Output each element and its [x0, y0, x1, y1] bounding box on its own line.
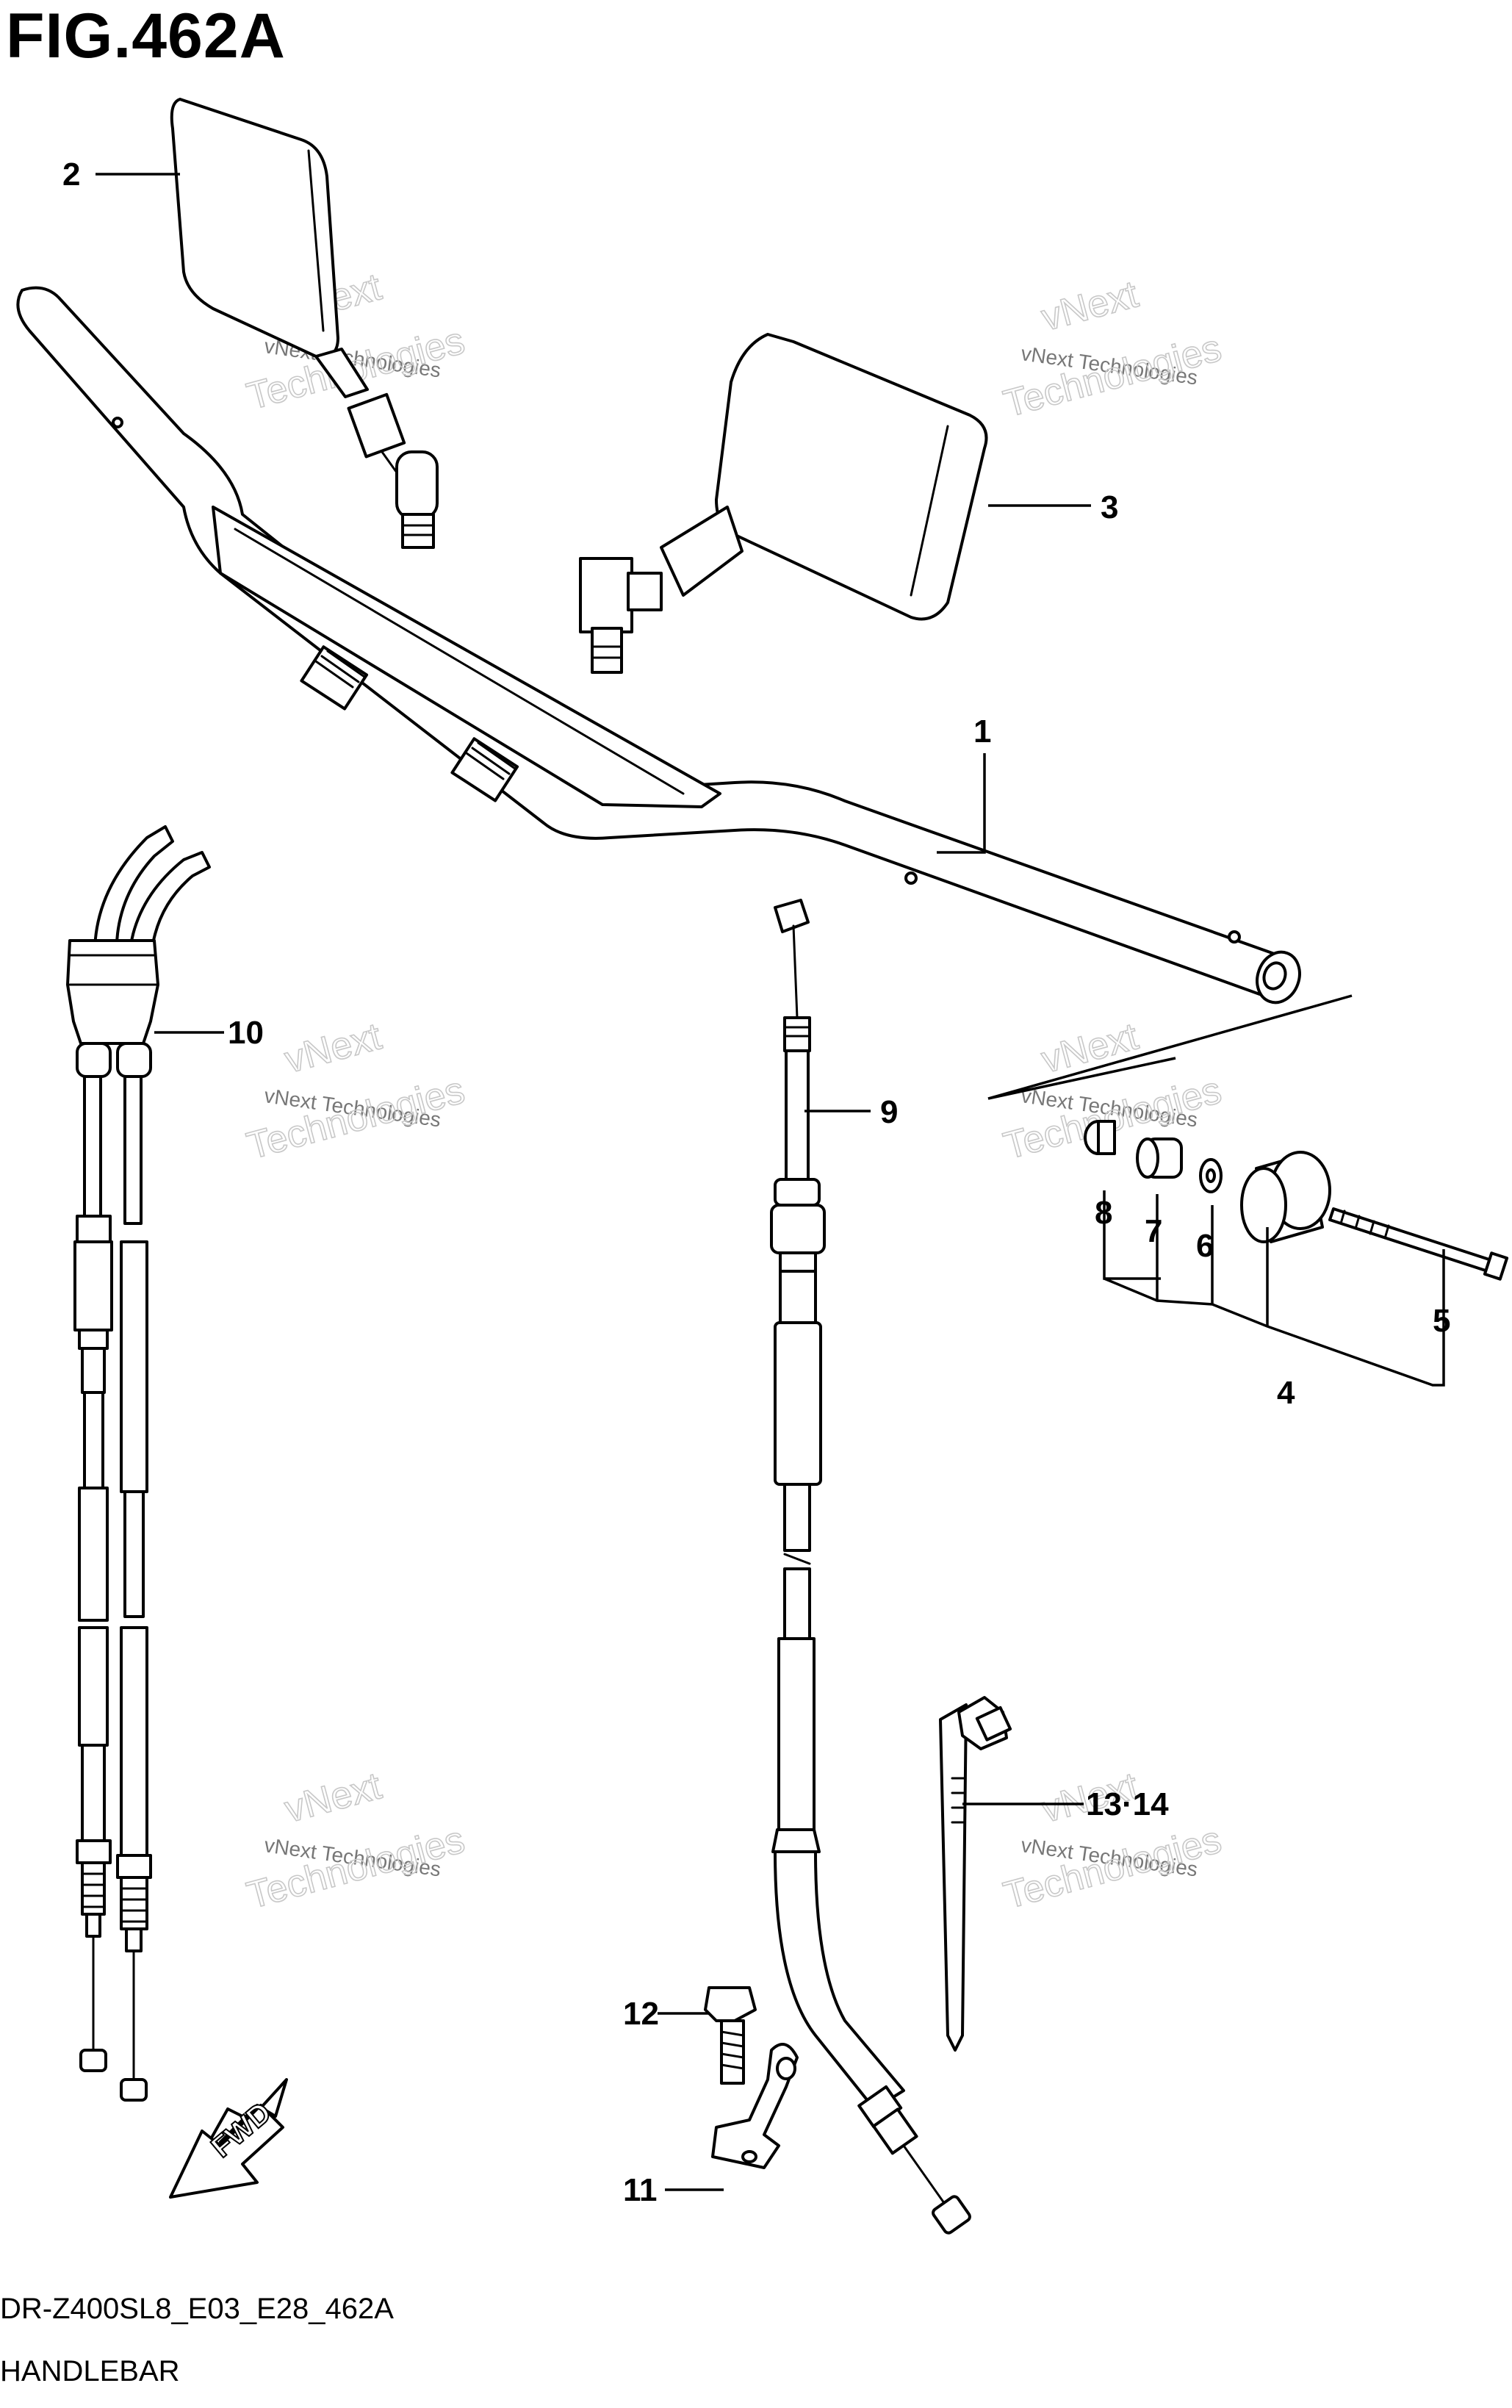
callout-1: 1 [973, 714, 991, 750]
part-handlebar[interactable] [16, 286, 1306, 1009]
part-cable-tie-13-14[interactable] [939, 1696, 1012, 2052]
callout-labels: 1 2 3 4 5 6 7 8 9 10 11 12 13·14 [62, 157, 1450, 2208]
watermark-5: vNext vNext Technologies Technologies [242, 1764, 469, 1918]
callout-11: 11 [623, 2172, 658, 2208]
watermark-big: vNext [281, 1764, 386, 1831]
callout-13-14: 13·14 [1086, 1786, 1169, 1822]
leader-lines [96, 173, 1091, 2191]
callout-9: 9 [880, 1094, 898, 1130]
watermark-big-2: Technologies [242, 1819, 469, 1918]
watermark-3: vNext vNext Technologies Technologies [242, 1015, 469, 1168]
fwd-arrow-icon: FWD [169, 2078, 288, 2199]
knurl-band-1 [300, 645, 369, 711]
part-mirror-left[interactable] [170, 98, 439, 549]
diagram-code: DR-Z400SL8_E03_E28_462A [0, 2293, 394, 2325]
knurl-band-2 [450, 737, 519, 802]
callout-12: 12 [623, 1996, 659, 2032]
callout-10: 10 [228, 1015, 264, 1051]
watermark-big: vNext [1037, 1015, 1143, 1082]
watermark-big-2: Technologies [999, 327, 1225, 426]
part-washer-6[interactable] [1199, 1158, 1223, 1193]
part-weight-4[interactable] [1240, 1151, 1331, 1243]
part-bolt-12[interactable] [704, 1986, 757, 2085]
part-cable-9[interactable] [770, 899, 971, 2235]
watermark-big-2: Technologies [242, 1069, 469, 1168]
watermark-2: vNext vNext Technologies Technologies [998, 273, 1226, 426]
part-throttle-cables-10[interactable] [66, 825, 211, 2102]
part-spacer-7[interactable] [1136, 1137, 1183, 1179]
watermark-big: vNext [281, 1015, 386, 1082]
callout-2: 2 [62, 157, 80, 193]
part-nut-8[interactable] [1084, 1120, 1116, 1155]
callout-7: 7 [1145, 1213, 1162, 1249]
diagram-name: HANDLEBAR [0, 2355, 180, 2387]
callout-5: 5 [1433, 1303, 1450, 1339]
watermark-big: vNext [1037, 273, 1143, 339]
part-bolt-5[interactable] [1328, 1207, 1509, 1281]
part-bracket-11[interactable] [711, 2043, 799, 2169]
callout-8: 8 [1095, 1195, 1112, 1231]
figure-title: FIG.462A [6, 1, 286, 71]
callout-3: 3 [1101, 489, 1118, 525]
watermark-big-2: Technologies [999, 1819, 1225, 1918]
part-bar-end-assembly[interactable] [987, 994, 1509, 1387]
callout-4: 4 [1277, 1375, 1295, 1411]
callout-6: 6 [1196, 1228, 1214, 1264]
part-mirror-right[interactable] [579, 333, 988, 674]
